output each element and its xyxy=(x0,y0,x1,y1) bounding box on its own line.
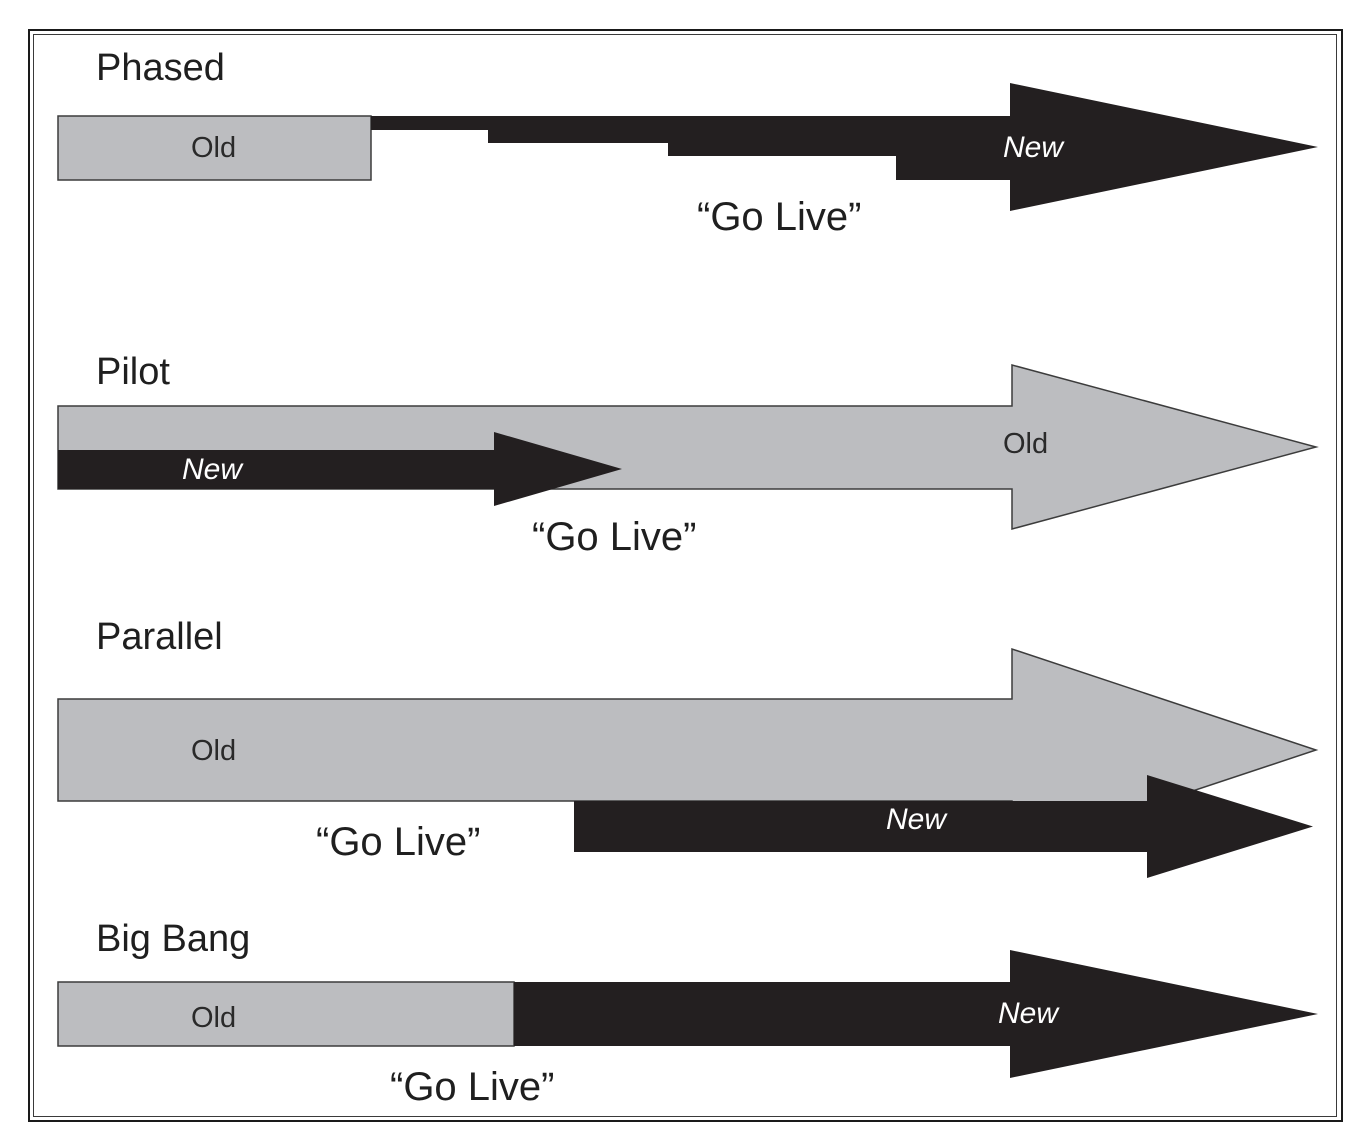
big-bang-new-label: New xyxy=(998,997,1060,1030)
section-phased: Phased Old New “Go Live” xyxy=(57,47,1318,239)
parallel-new-arrow xyxy=(574,775,1313,878)
phased-new-label: New xyxy=(1003,131,1065,164)
phased-go-live-label: “Go Live” xyxy=(697,195,862,239)
phased-new-arrow xyxy=(371,83,1318,211)
phased-old-bar xyxy=(57,115,372,181)
section-big-bang: Big Bang Old New “Go Live” xyxy=(57,918,1318,1109)
pilot-old-arrow xyxy=(57,364,1319,530)
section-title-pilot: Pilot xyxy=(96,351,170,393)
big-bang-old-bar xyxy=(57,981,515,1047)
pilot-new-arrow xyxy=(58,432,622,506)
section-title-phased: Phased xyxy=(96,47,225,89)
parallel-go-live-label: “Go Live” xyxy=(316,820,481,864)
big-bang-old-label: Old xyxy=(191,1002,236,1034)
section-title-parallel: Parallel xyxy=(96,616,223,658)
pilot-old-label: Old xyxy=(1003,428,1048,460)
pilot-go-live-label: “Go Live” xyxy=(532,515,697,559)
pilot-new-label: New xyxy=(182,453,244,486)
section-pilot: Pilot Old New “Go Live” xyxy=(57,351,1319,559)
parallel-old-label: Old xyxy=(191,735,236,767)
section-title-big-bang: Big Bang xyxy=(96,918,250,960)
big-bang-new-arrow xyxy=(514,950,1318,1078)
diagram-frame-inner xyxy=(33,34,1337,1117)
big-bang-go-live-label: “Go Live” xyxy=(390,1065,555,1109)
section-parallel: Parallel Old New “Go Live” xyxy=(57,616,1319,878)
parallel-new-label: New xyxy=(886,803,948,836)
diagram-frame-outer xyxy=(28,29,1343,1122)
phased-old-label: Old xyxy=(191,132,236,164)
